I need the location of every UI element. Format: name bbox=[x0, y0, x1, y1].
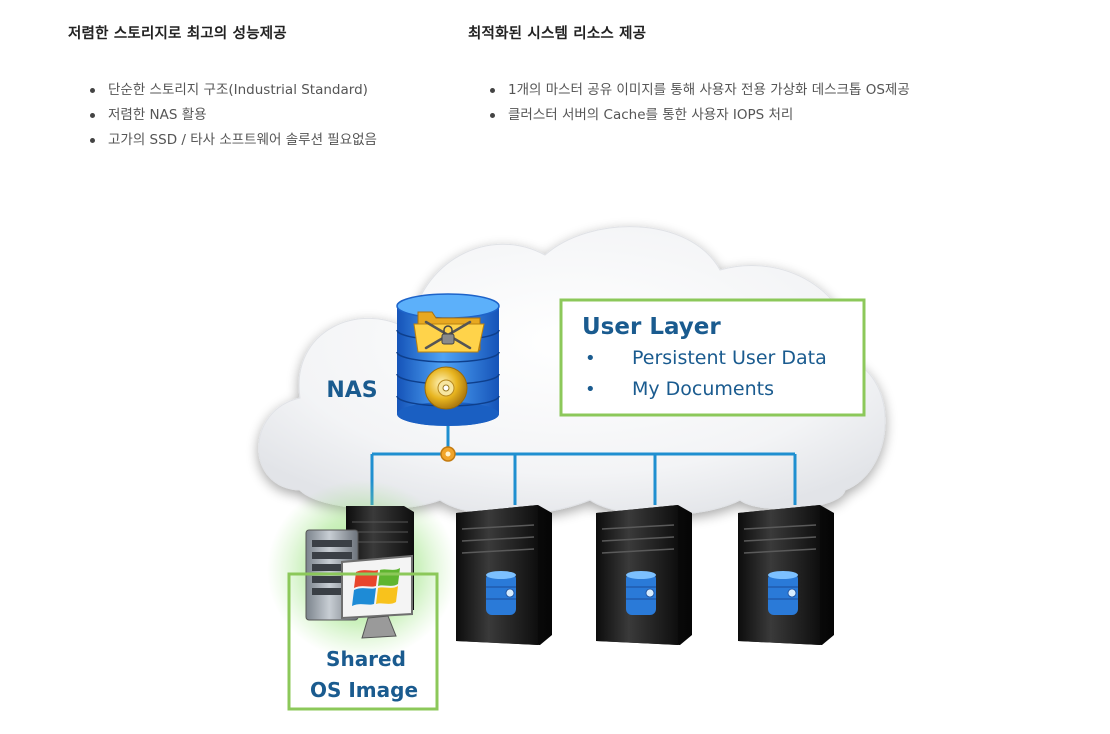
user-layer-box: User Layer • Persistent User Data • My D… bbox=[559, 298, 866, 417]
shared-os-label-line1: Shared bbox=[326, 647, 406, 671]
section-right: 최적화된 시스템 리소스 제공 1개의 마스터 공유 이미지를 통해 사용자 전… bbox=[468, 22, 1088, 123]
server-tower-3 bbox=[738, 505, 834, 645]
user-layer-bullet: • bbox=[585, 379, 596, 400]
user-layer-item: Persistent User Data bbox=[632, 347, 827, 369]
list-item: 단순한 스토리지 구조(Industrial Standard) bbox=[90, 78, 377, 103]
server-tower-2 bbox=[596, 505, 692, 645]
shared-os-server: Shared OS Image bbox=[267, 480, 457, 711]
locked-folder-icon bbox=[413, 311, 485, 353]
section-left-list: 단순한 스토리지 구조(Industrial Standard) 저렴한 NAS… bbox=[90, 78, 377, 153]
list-item: 1개의 마스터 공유 이미지를 통해 사용자 전용 가상화 데스크톱 OS제공 bbox=[490, 78, 910, 103]
list-item: 고가의 SSD / 타사 소프트웨어 솔루션 필요없음 bbox=[90, 128, 377, 153]
list-item: 저렴한 NAS 활용 bbox=[90, 103, 377, 128]
list-item: 클러스터 서버의 Cache를 통한 사용자 IOPS 처리 bbox=[490, 103, 910, 128]
user-layer-bullet: • bbox=[585, 348, 596, 369]
disc-icon bbox=[424, 366, 468, 410]
section-right-list: 1개의 마스터 공유 이미지를 통해 사용자 전용 가상화 데스크톱 OS제공 … bbox=[490, 78, 910, 128]
server-disk-icon bbox=[486, 571, 516, 615]
user-layer-title: User Layer bbox=[582, 314, 721, 340]
section-left: 저렴한 스토리지로 최고의 성능제공 단순한 스토리지 구조(Industria… bbox=[68, 22, 448, 148]
nas-label: NAS bbox=[326, 378, 377, 403]
server-tower-1 bbox=[456, 505, 552, 645]
server-disk-icon bbox=[626, 571, 656, 615]
network-hub-icon bbox=[440, 446, 456, 462]
shared-os-label-line2: OS Image bbox=[310, 678, 418, 702]
section-right-title: 최적화된 시스템 리소스 제공 bbox=[468, 26, 647, 42]
nas-database-icon bbox=[396, 293, 500, 426]
server-disk-icon bbox=[768, 571, 798, 615]
user-layer-item: My Documents bbox=[632, 378, 774, 400]
section-left-title: 저렴한 스토리지로 최고의 성능제공 bbox=[68, 26, 287, 42]
